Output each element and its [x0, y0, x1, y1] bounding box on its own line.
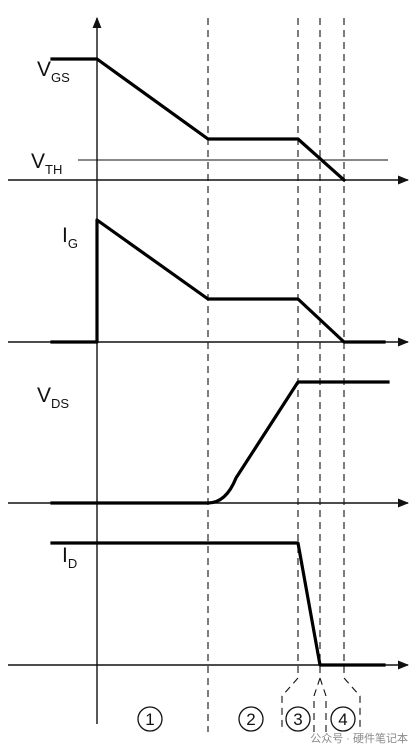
phase-3-right-guide	[313, 677, 321, 732]
svg-text:3: 3	[293, 710, 302, 729]
phase-marker-3: 3	[285, 706, 311, 732]
ig-waveform	[50, 218, 386, 344]
phase-3-left-guide	[281, 677, 299, 732]
vds-label: VDS	[37, 384, 69, 411]
phase-4-left-guide	[319, 677, 327, 732]
id-waveform	[50, 541, 386, 667]
id-label: ID	[62, 544, 77, 571]
svg-text:2: 2	[246, 710, 255, 729]
ig-label: IG	[62, 224, 78, 251]
watermark-text: 公众号 · 硬件笔记本	[310, 731, 408, 745]
svg-text:4: 4	[338, 710, 347, 729]
phase-marker-2: 2	[238, 706, 264, 732]
vds-waveform	[50, 380, 390, 505]
phase-4-right-guide	[343, 677, 361, 732]
phase-marker-1: 1	[137, 706, 163, 732]
vgs-label: VGS	[37, 58, 70, 85]
svg-text:1: 1	[145, 710, 154, 729]
vgs-waveform	[50, 57, 347, 183]
vth-label: VTH	[31, 150, 62, 177]
phase-marker-4: 4	[330, 706, 356, 732]
